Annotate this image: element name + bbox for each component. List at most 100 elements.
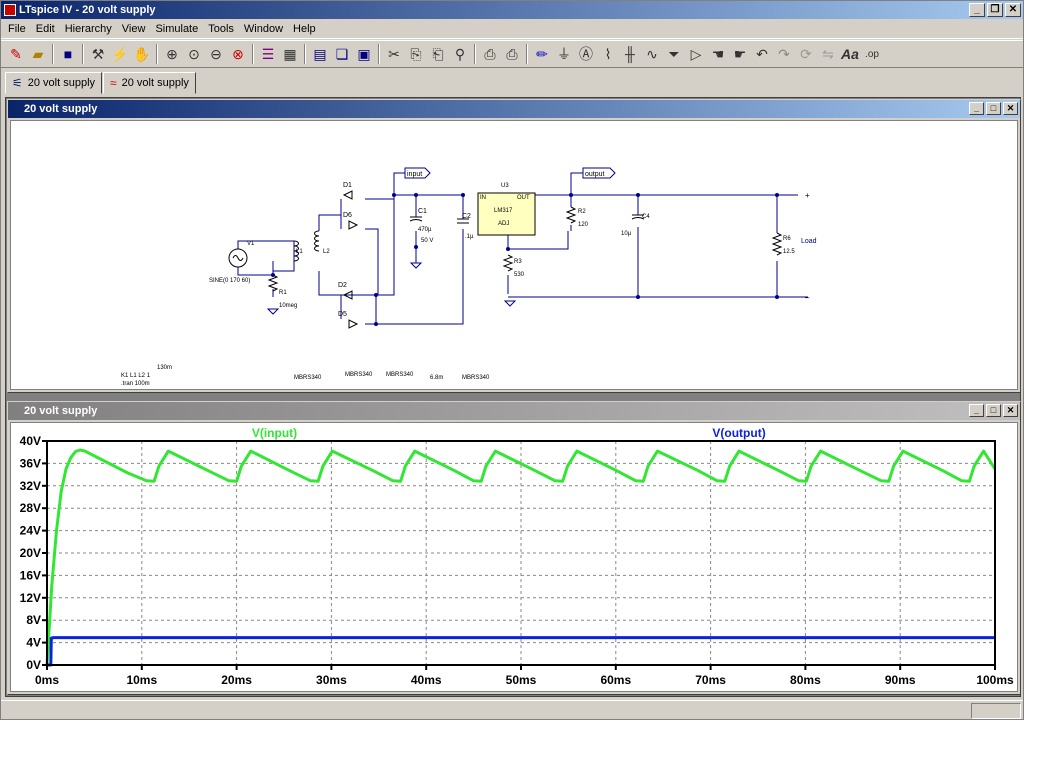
minimize-button[interactable]: _ <box>969 3 985 17</box>
inductor-l1[interactable] <box>293 240 299 262</box>
capacitor-c1[interactable] <box>409 216 423 222</box>
menu-hierarchy[interactable]: Hierarchy <box>64 22 112 35</box>
tab-schematic[interactable]: ⚟ 20 volt supply <box>5 72 103 94</box>
c4-label: C4 <box>642 214 650 220</box>
new-schematic-icon[interactable]: ✎ <box>10 45 22 62</box>
redo-icon[interactable]: ↷ <box>778 45 790 62</box>
ground-icon[interactable]: ⏚ <box>557 46 571 62</box>
diode-icon[interactable]: ⏷ <box>668 45 680 62</box>
schematic-canvas[interactable]: input output D1 D6 D2 D5 C1 470µ 50 V C2… <box>10 120 1018 390</box>
capacitor-c4[interactable] <box>631 214 645 220</box>
component-icon[interactable]: ▷ <box>690 45 702 62</box>
ltspice-app-icon <box>4 4 16 16</box>
schematic-close-button[interactable]: ✕ <box>1003 102 1018 115</box>
title-bar: LTspice IV - 20 volt supply _ ❐ ✕ <box>1 1 1023 19</box>
waveform-close-button[interactable]: ✕ <box>1003 404 1018 417</box>
coupling-directive[interactable]: K1 L1 L2 1 <box>121 373 151 379</box>
zoom-in-icon[interactable]: ⊕ <box>166 45 178 62</box>
resistor-r2[interactable] <box>565 206 577 224</box>
capacitor-c2[interactable] <box>457 218 469 224</box>
restore-button[interactable]: ❐ <box>987 3 1003 17</box>
l2-label: L2 <box>323 249 330 255</box>
autorange-icon[interactable]: ☰ <box>261 45 275 62</box>
capacitor-icon[interactable]: ╫ <box>625 46 635 62</box>
l1-label: L1 <box>296 249 303 255</box>
plus-terminal: + <box>805 191 810 200</box>
cascade-icon[interactable]: ❏ <box>335 45 349 62</box>
pan-hand-icon[interactable]: ✋ <box>133 45 151 62</box>
c2-value: .1µ <box>465 234 474 240</box>
diode-d5[interactable] <box>348 319 359 329</box>
junction-dots <box>271 193 779 326</box>
label-net-icon[interactable]: Ⓐ <box>579 46 593 62</box>
text-icon[interactable]: Aa <box>841 46 859 62</box>
mirror-icon[interactable]: ⇋ <box>822 45 834 62</box>
run-icon[interactable]: ⚡ <box>111 45 129 62</box>
tran-directive[interactable]: .tran 100m <box>121 381 150 387</box>
ground-symbols <box>266 262 517 315</box>
open-icon[interactable]: ▰ <box>32 45 44 62</box>
diode-d2[interactable] <box>342 290 353 300</box>
tab-waveform-label: 20 volt supply <box>121 77 189 89</box>
menu-view[interactable]: View <box>121 22 146 35</box>
minus-terminal: – <box>805 293 810 302</box>
diode-d1[interactable] <box>342 190 353 200</box>
x-tick-label: 70ms <box>695 673 726 687</box>
tab-waveform[interactable]: ≈ 20 volt supply <box>103 72 196 94</box>
grid-icon[interactable]: ▦ <box>283 45 297 62</box>
lm317-chip[interactable] <box>477 192 536 236</box>
y-tick-label: 0V <box>26 658 41 672</box>
waveform-minimize-button[interactable]: _ <box>969 404 984 417</box>
hammer-icon[interactable]: ⚒ <box>91 45 105 62</box>
y-tick-label: 20V <box>20 546 41 560</box>
schematic-maximize-button[interactable]: □ <box>986 102 1001 115</box>
menu-window[interactable]: Window <box>243 22 284 35</box>
spice-directive-icon[interactable]: .op <box>865 48 879 60</box>
series-line-v-input <box>45 448 997 666</box>
print-icon[interactable]: ⎙ <box>506 45 518 62</box>
drag-icon[interactable]: ☛ <box>733 45 747 62</box>
trace-label-v-output[interactable]: V(output) <box>712 426 765 440</box>
draw-wire-icon[interactable]: ✏ <box>536 45 548 62</box>
menu-edit[interactable]: Edit <box>35 22 55 35</box>
resistor-icon[interactable]: ⌇ <box>604 45 612 62</box>
inductor-icon[interactable]: ∿ <box>646 45 658 62</box>
zoom-out-icon[interactable]: ⊖ <box>210 45 222 62</box>
print-setup-icon[interactable]: ⎙ <box>484 45 496 62</box>
paste-icon[interactable]: ⎗ <box>432 45 444 62</box>
zoom-area-icon[interactable]: ⊙ <box>188 45 200 62</box>
tab-schematic-label: 20 volt supply <box>27 77 96 89</box>
trace-label-v-input[interactable]: V(input) <box>252 426 297 440</box>
tile-icon[interactable]: ▤ <box>313 45 327 62</box>
menu-file[interactable]: File <box>8 22 26 35</box>
l1-value: 130m <box>157 365 172 371</box>
resistor-r1[interactable] <box>267 274 279 292</box>
voltage-source-v1[interactable] <box>228 248 248 268</box>
menu-simulate[interactable]: Simulate <box>155 22 199 35</box>
rotate-icon[interactable]: ⟳ <box>800 45 812 62</box>
menu-tools[interactable]: Tools <box>208 22 234 35</box>
save-icon[interactable]: ■ <box>63 46 73 62</box>
net-labels[interactable] <box>404 167 616 179</box>
move-icon[interactable]: ☚ <box>711 45 725 62</box>
diode-d6[interactable] <box>348 220 359 230</box>
undo-icon[interactable]: ↶ <box>756 45 768 62</box>
find-icon[interactable]: ⚲ <box>454 45 466 62</box>
close-button[interactable]: ✕ <box>1005 3 1021 17</box>
cancel-zoom-icon[interactable]: ⊗ <box>232 45 244 62</box>
schematic-minimize-button[interactable]: _ <box>969 102 984 115</box>
waveform-maximize-button[interactable]: □ <box>986 404 1001 417</box>
cut-icon[interactable]: ✂ <box>388 45 400 62</box>
r3-label: R3 <box>514 259 522 265</box>
resistor-r3[interactable] <box>502 254 514 272</box>
x-tick-label: 30ms <box>316 673 347 687</box>
x-tick-label: 50ms <box>506 673 537 687</box>
menu-help[interactable]: Help <box>293 22 316 35</box>
resistor-r6[interactable] <box>771 232 783 256</box>
arrange-icon[interactable]: ▣ <box>357 45 371 62</box>
copy-icon[interactable]: ⎘ <box>410 45 422 62</box>
inductor-l2[interactable] <box>314 230 320 252</box>
document-tabs: ⚟ 20 volt supply ≈ 20 volt supply <box>1 70 1023 94</box>
schematic-window-title: 20 volt supply <box>24 103 98 115</box>
